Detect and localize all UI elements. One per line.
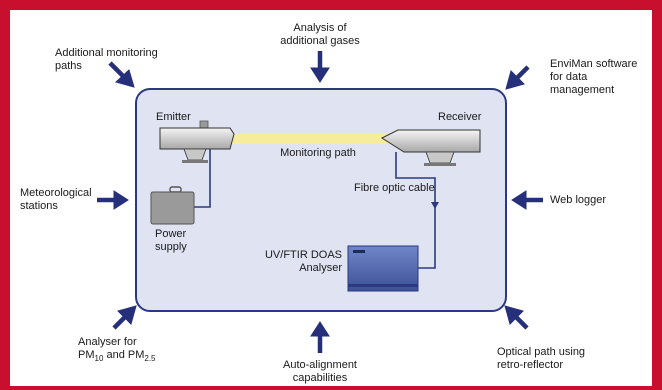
label-auto-alignment: Auto-alignment capabilities <box>283 359 357 384</box>
label-power-supply: Power supply <box>155 228 187 253</box>
label-analyser-pm: Analyser for PM10 and PM2.5 <box>78 336 156 364</box>
power-cable <box>194 149 211 208</box>
arrow-icon <box>97 51 543 353</box>
fibre-arrow <box>431 202 439 209</box>
emitter-device <box>159 120 235 163</box>
label-receiver: Receiver <box>438 111 482 123</box>
analyser-unit <box>347 245 419 292</box>
receiver-device <box>380 129 481 166</box>
label-analyser: UV/FTIR DOAS Analyser <box>264 249 342 274</box>
monitoring-beam <box>225 134 405 144</box>
fibre-optic-cable-end <box>418 207 436 269</box>
label-analysis-gases: Analysis of additional gases <box>280 22 360 47</box>
fibre-optic-cable <box>395 152 436 207</box>
label-optical-path: Optical path using retro-reflector <box>497 346 586 371</box>
label-enviman: EnviMan software for data management <box>550 58 638 96</box>
label-web-logger: Web logger <box>550 194 607 206</box>
diagram-graphic <box>97 51 543 353</box>
diagram-canvas: Additional monitoring paths Analysis of … <box>10 10 652 386</box>
label-monitoring-path: Monitoring path <box>280 147 356 159</box>
label-emitter: Emitter <box>156 111 191 123</box>
label-fibre-optic: Fibre optic cable <box>354 182 435 194</box>
label-meteorological: Meteorological stations <box>20 187 92 212</box>
power-supply-case <box>150 186 195 225</box>
label-additional-monitoring: Additional monitoring paths <box>55 47 158 72</box>
